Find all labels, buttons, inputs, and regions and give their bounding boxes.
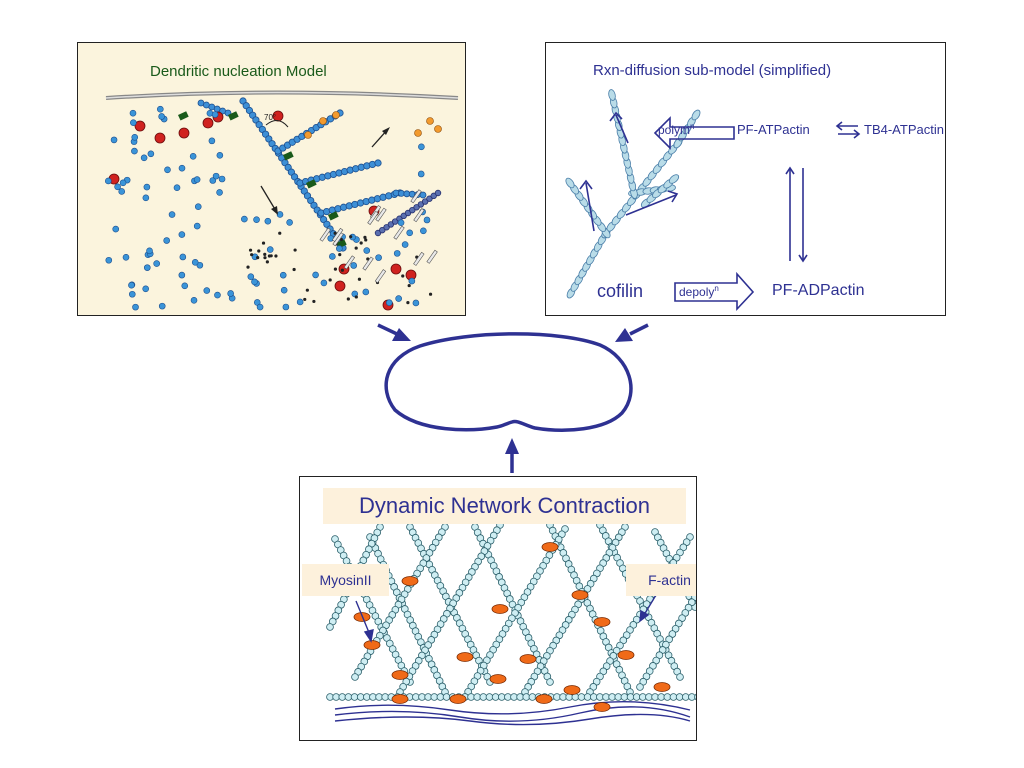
- pf-adpactin-label: PF-ADPactin: [772, 282, 865, 299]
- contraction-network-illustration: [326, 521, 696, 726]
- dendritic-nucleation-panel: Dendritic nucleation Model 70°: [77, 42, 466, 316]
- myosin-ii-label: MyosinII: [302, 564, 389, 596]
- rxn-diffusion-diagram: [565, 89, 861, 312]
- rxn-panel-title: Rxn-diffusion sub-model (simplified): [593, 62, 832, 79]
- depolymerization-label: depolyn: [679, 284, 719, 299]
- polymerization-label: polymn: [658, 122, 695, 137]
- tb4-atpactin-label: TB4-ATPactin: [864, 122, 944, 137]
- dendritic-panel-title: Dendritic nucleation Model: [150, 63, 327, 80]
- rxn-diffusion-panel: Rxn-diffusion sub-model (simplified) pol…: [545, 42, 946, 316]
- pf-atpactin-label: PF-ATPactin: [737, 122, 810, 137]
- contraction-panel-title: Dynamic Network Contraction: [323, 488, 686, 524]
- cofilin-label: cofilin: [597, 281, 644, 301]
- arrow-from-contraction-panel: [505, 438, 519, 473]
- cell-outline: [384, 332, 633, 432]
- network-contraction-panel: Dynamic Network Contraction MyosinII F-a…: [299, 476, 697, 741]
- arrow-from-rxn-panel: [615, 323, 649, 342]
- f-actin-label: F-actin: [626, 564, 696, 596]
- arrow-from-dendritic-panel: [377, 323, 411, 341]
- branch-angle-label: 70°: [264, 113, 277, 122]
- dendritic-nucleation-illustration: [105, 90, 459, 311]
